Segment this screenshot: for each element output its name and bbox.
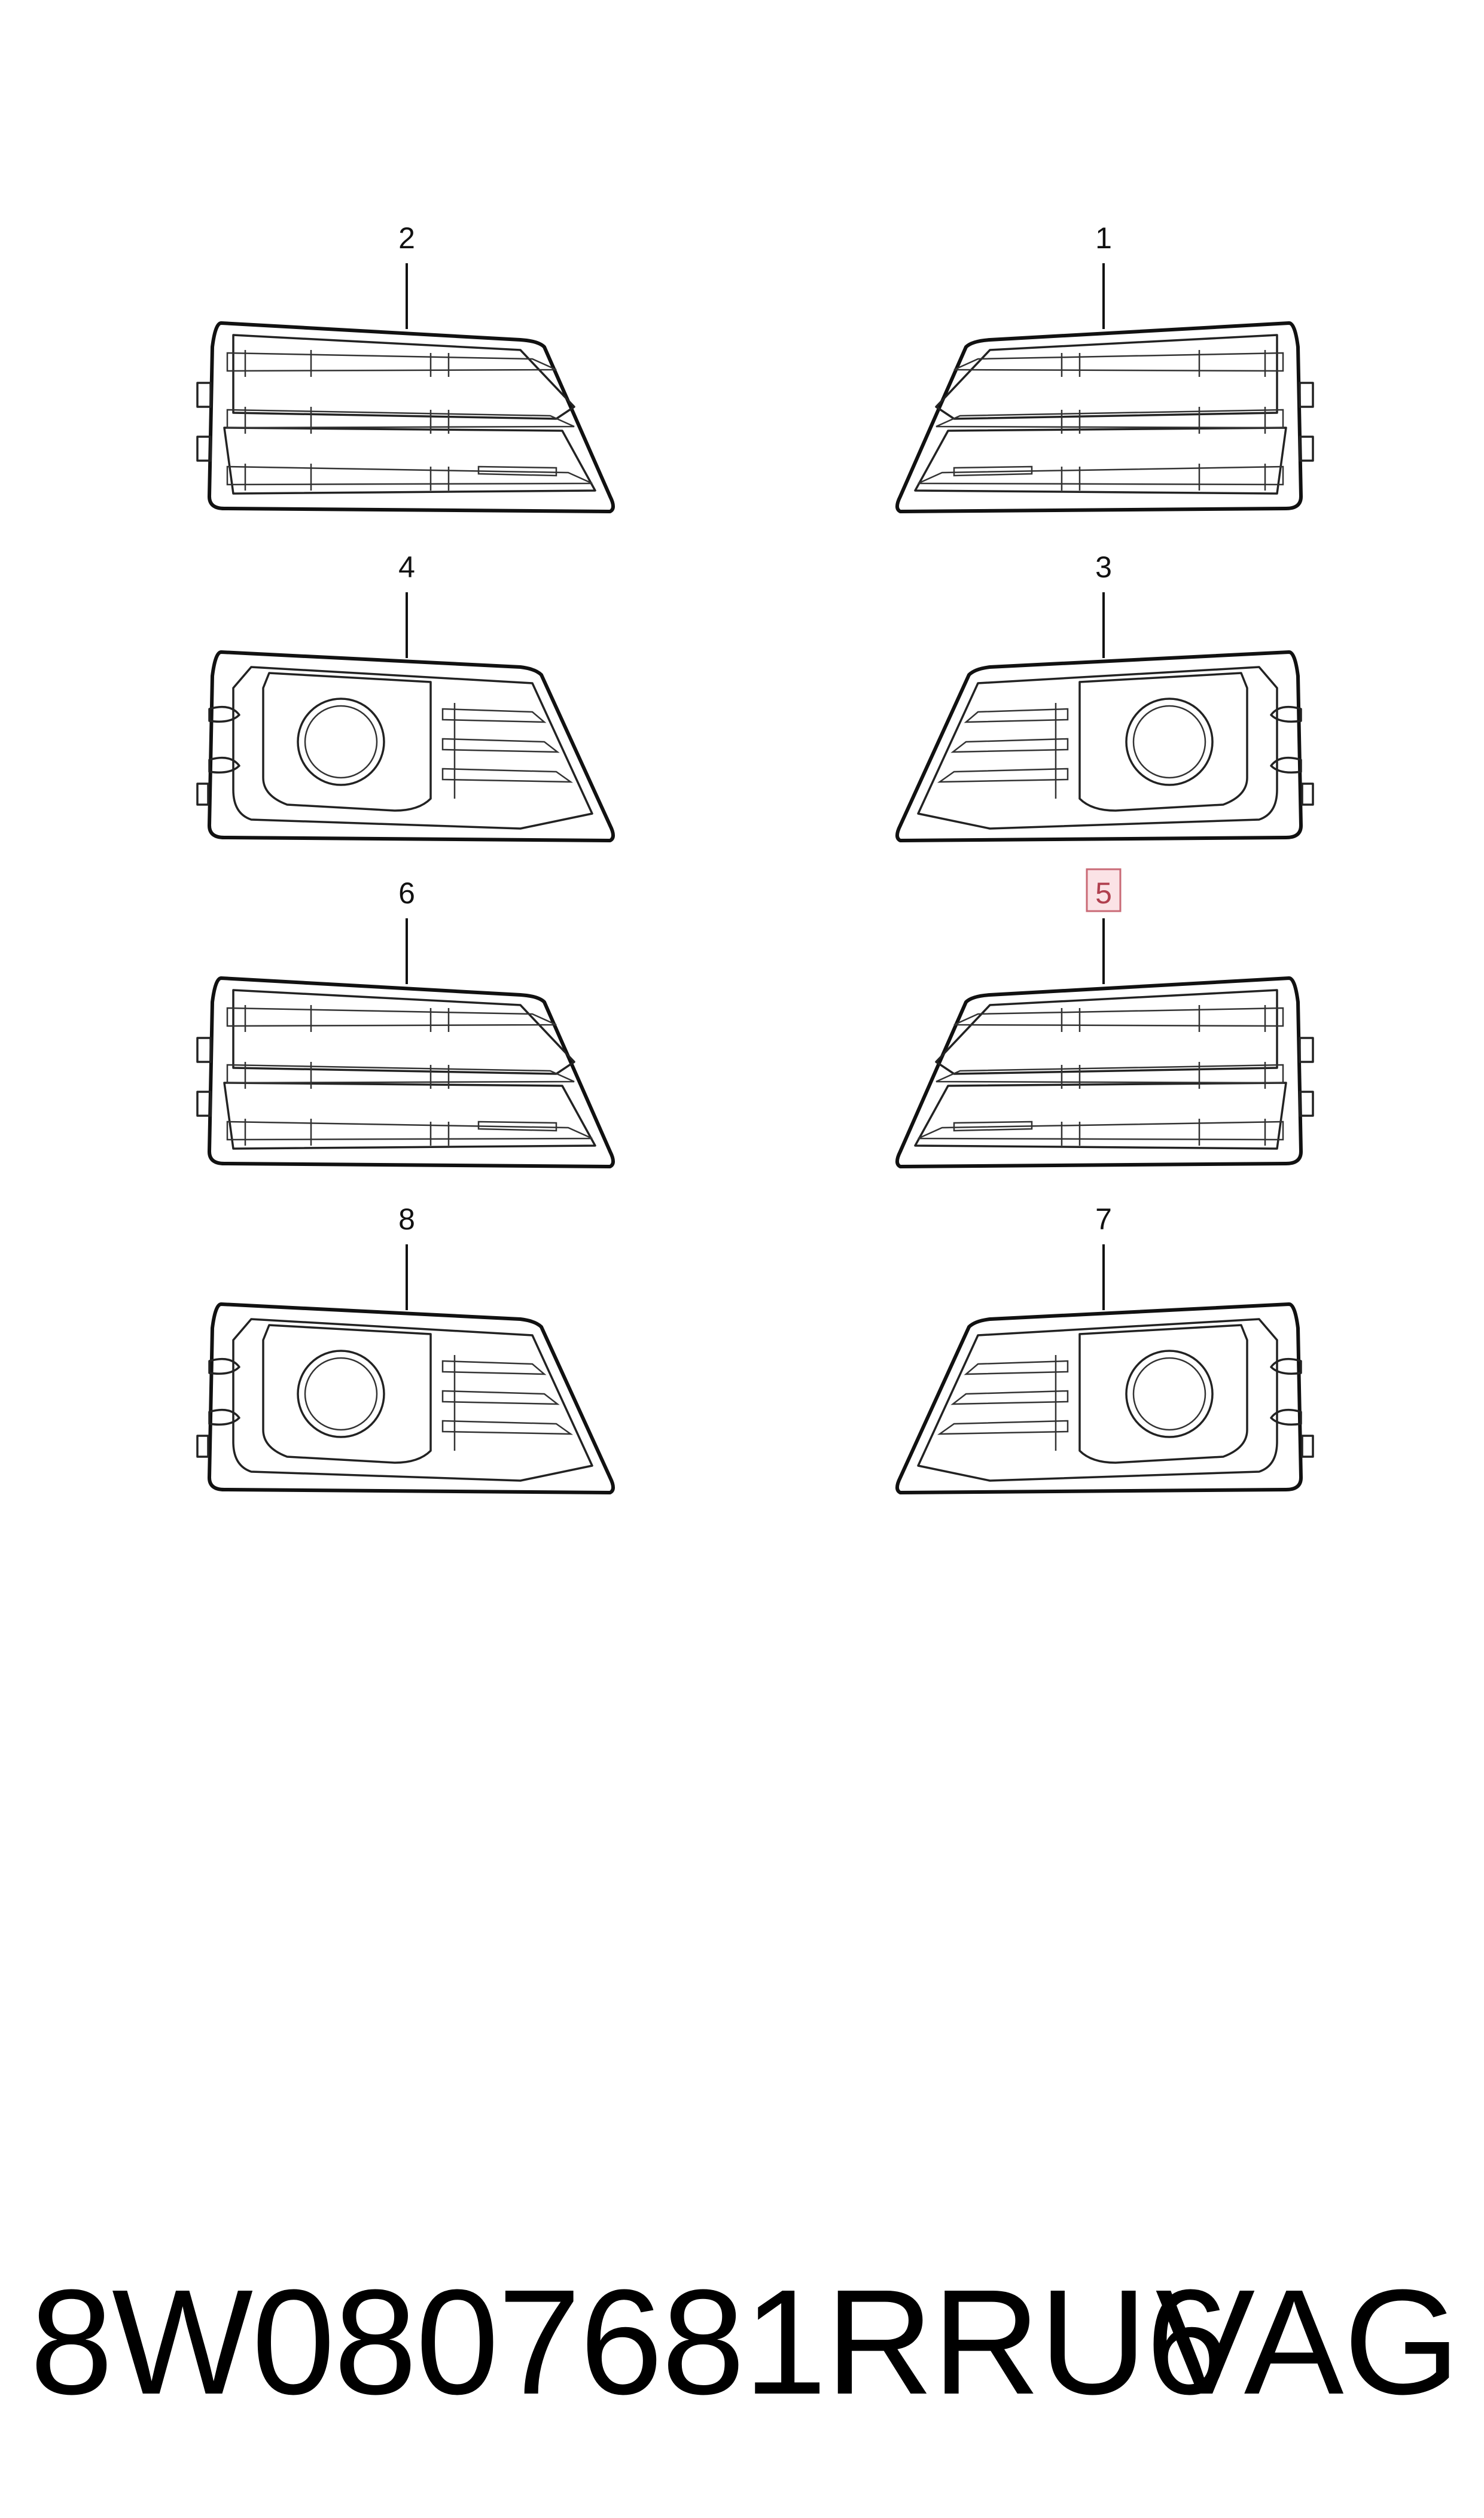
grille-insert	[196, 976, 615, 1168]
callout-highlight-box	[1086, 868, 1122, 912]
brand-label: VAG	[1155, 2258, 1460, 2425]
callout-label: 7	[1095, 1202, 1112, 1236]
part-1: 1	[895, 221, 1314, 513]
callout-label: 2	[398, 221, 415, 255]
grille-insert	[895, 976, 1314, 1168]
foglamp-grille	[196, 650, 615, 842]
part-4: 4	[196, 550, 615, 842]
foglamp-grille	[895, 1302, 1314, 1494]
callout-label: 1	[1095, 221, 1112, 255]
part-7: 7	[895, 1202, 1314, 1494]
callout-label: 5	[1095, 876, 1112, 910]
callout-label: 8	[398, 1202, 415, 1236]
foglamp-grille	[196, 1302, 615, 1494]
part-8: 8	[196, 1202, 615, 1494]
callout-label: 3	[1095, 550, 1112, 584]
parts-layer: 2 1 4 3 6 5 8 7	[196, 221, 1314, 1494]
callout-label: 4	[398, 550, 415, 584]
part-number: 8W0807681RRU6	[30, 2258, 1229, 2425]
part-3: 3	[895, 550, 1314, 842]
part-6: 6	[196, 876, 615, 1168]
callout-label: 6	[398, 876, 415, 910]
foglamp-grille	[895, 650, 1314, 842]
part-2: 2	[196, 221, 615, 513]
part-5: 5	[895, 868, 1314, 1168]
grille-insert	[895, 321, 1314, 513]
grille-insert	[196, 321, 615, 513]
